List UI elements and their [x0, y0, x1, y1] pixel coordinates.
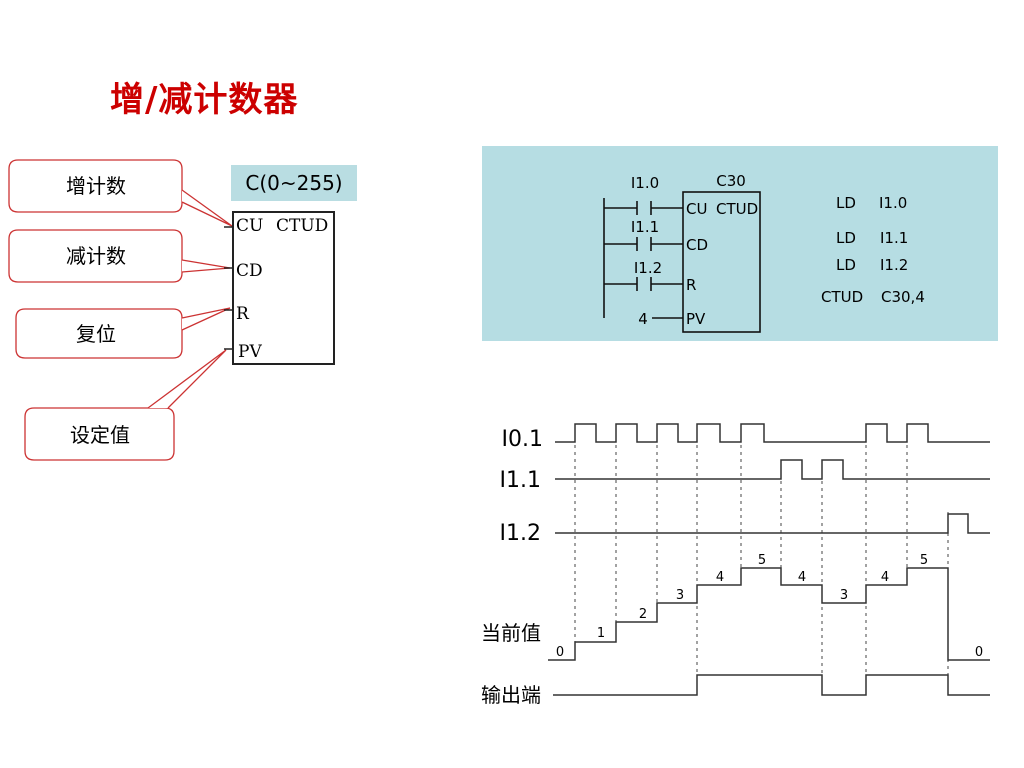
- count-label: 3: [676, 588, 684, 603]
- timing-diagram: I0.1 I1.1 I1.2 当前值 输出端 0 1 2 3 4 5 4 3 4…: [481, 423, 990, 707]
- count-label: 4: [881, 570, 889, 585]
- callout-reset: 复位: [15, 307, 231, 359]
- ladder-pin-pv: PV: [686, 310, 706, 328]
- ladder-pin-ctud: CTUD: [716, 200, 758, 218]
- count-label: 0: [556, 645, 564, 660]
- waveform-output: [553, 674, 990, 696]
- ladder-diagram: [603, 191, 761, 333]
- count-label: 3: [840, 588, 848, 603]
- timing-guides: [574, 445, 949, 695]
- range-box: [231, 165, 357, 201]
- signal-label-i1-1: I1.1: [500, 468, 541, 493]
- count-label: 4: [716, 570, 724, 585]
- count-label: 5: [758, 553, 766, 568]
- callout-preset: 设定值: [24, 349, 227, 461]
- ladder-pin-cd: CD: [686, 236, 708, 254]
- ladder-pin-cu: CU: [686, 200, 707, 218]
- stl-op: CTUD: [821, 288, 863, 306]
- waveform-i0-1: [555, 423, 990, 443]
- pin-r: R: [236, 304, 250, 324]
- ladder-pin-r: R: [686, 276, 696, 294]
- callout-up-count: 增计数: [8, 159, 233, 227]
- stl-arg: I1.1: [880, 229, 908, 247]
- callout-down-count: 减计数: [8, 229, 231, 283]
- pv-value: 4: [638, 310, 648, 328]
- signal-label-i0-1: I0.1: [502, 427, 543, 452]
- stl-arg: I1.2: [880, 256, 908, 274]
- callout-label: 复位: [76, 322, 116, 346]
- ladder-panel: [482, 146, 998, 341]
- ctud-block: CU CTUD CD R PV: [224, 211, 335, 365]
- waveform-i1-2: [555, 513, 990, 534]
- page-title: 增/减计数器: [110, 80, 299, 120]
- pin-cu: CU: [236, 216, 263, 236]
- pin-ctud: CTUD: [276, 216, 328, 236]
- count-label: 0: [975, 645, 983, 660]
- stl-listing: LD I1.0 LD I1.1 LD I1.2 CTUD C30,4: [821, 194, 925, 306]
- count-label: 4: [798, 570, 806, 585]
- contact-label-1: I1.0: [631, 174, 659, 192]
- waveform-current-value: [548, 567, 990, 661]
- waveform-i1-1: [555, 459, 990, 480]
- callout-label: 减计数: [66, 244, 126, 268]
- stl-op: LD: [836, 194, 856, 212]
- count-label: 2: [639, 607, 647, 622]
- callout-label: 增计数: [66, 174, 126, 198]
- signal-label-current-value: 当前值: [481, 621, 541, 645]
- range-label: C(0~255): [245, 171, 342, 195]
- callout-label: 设定值: [70, 423, 130, 447]
- signal-label-output: 输出端: [481, 683, 541, 707]
- count-label: 1: [597, 626, 605, 641]
- stl-op: LD: [836, 229, 856, 247]
- contact-label-2: I1.1: [631, 218, 659, 236]
- contact-label-3: I1.2: [634, 259, 662, 277]
- stl-op: LD: [836, 256, 856, 274]
- counter-name: C30: [716, 172, 746, 190]
- stl-arg: I1.0: [879, 194, 907, 212]
- pin-cd: CD: [236, 261, 263, 281]
- stl-arg: C30,4: [881, 288, 925, 306]
- count-label: 5: [920, 553, 928, 568]
- signal-label-i1-2: I1.2: [500, 521, 541, 546]
- pin-pv: PV: [238, 342, 262, 362]
